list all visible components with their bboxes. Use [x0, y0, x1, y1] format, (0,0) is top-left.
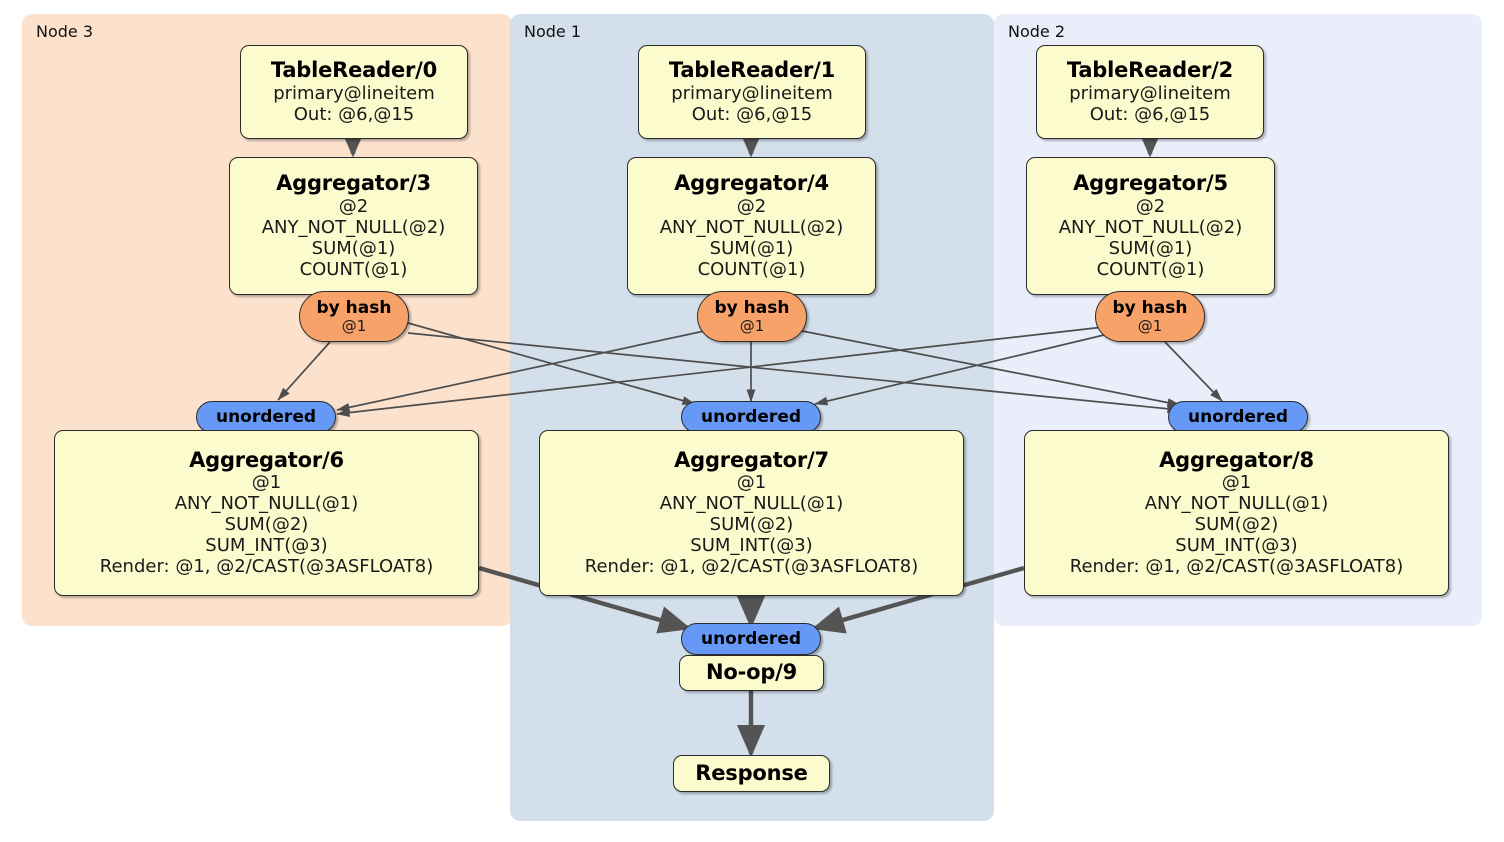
node-unordered-mid[interactable]: unordered [681, 401, 821, 433]
panel-node-3-label: Node 3 [36, 22, 94, 41]
node-title: unordered [700, 628, 802, 649]
node-aggregator-4[interactable]: Aggregator/4 @2 ANY_NOT_NULL(@2) SUM(@1)… [627, 157, 876, 295]
node-line: primary@lineitem [671, 82, 833, 104]
node-line: @1 [1221, 472, 1252, 494]
node-line: ANY_NOT_NULL(@1) [659, 493, 844, 515]
node-aggregator-3[interactable]: Aggregator/3 @2 ANY_NOT_NULL(@2) SUM(@1)… [229, 157, 478, 295]
node-title: unordered [700, 406, 802, 427]
node-line: Render: @1, @2/CAST(@3ASFLOAT8) [1069, 556, 1404, 578]
node-unordered-final[interactable]: unordered [681, 623, 821, 655]
node-title: TableReader/1 [668, 58, 836, 83]
node-aggregator-7[interactable]: Aggregator/7 @1 ANY_NOT_NULL(@1) SUM(@2)… [539, 430, 964, 596]
node-subtitle: @1 [341, 316, 367, 335]
node-line: COUNT(@1) [697, 258, 806, 280]
node-title: Aggregator/6 [189, 447, 344, 472]
node-aggregator-6[interactable]: Aggregator/6 @1 ANY_NOT_NULL(@1) SUM(@2)… [54, 430, 479, 596]
node-line: Out: @6,@15 [1089, 103, 1211, 125]
node-line: ANY_NOT_NULL(@2) [1058, 216, 1243, 238]
node-line: COUNT(@1) [299, 258, 408, 280]
node-line: @1 [736, 472, 767, 494]
node-line: ANY_NOT_NULL(@1) [174, 493, 359, 515]
node-line: ANY_NOT_NULL(@2) [659, 216, 844, 238]
node-line: SUM_INT(@3) [205, 535, 328, 557]
node-line: ANY_NOT_NULL(@2) [261, 216, 446, 238]
node-title: unordered [215, 406, 317, 427]
node-subtitle: @1 [1137, 316, 1163, 335]
node-line: SUM(@2) [224, 514, 309, 536]
node-by-hash-2[interactable]: by hash @1 [1095, 291, 1205, 342]
node-aggregator-8[interactable]: Aggregator/8 @1 ANY_NOT_NULL(@1) SUM(@2)… [1024, 430, 1449, 596]
node-title: TableReader/2 [1066, 58, 1234, 83]
node-unordered-right[interactable]: unordered [1168, 401, 1308, 433]
node-title: Response [695, 760, 808, 785]
node-title: TableReader/0 [270, 58, 438, 83]
node-title: Aggregator/7 [674, 447, 829, 472]
node-line: @1 [251, 472, 282, 494]
node-line: SUM_INT(@3) [690, 535, 813, 557]
node-aggregator-5[interactable]: Aggregator/5 @2 ANY_NOT_NULL(@2) SUM(@1)… [1026, 157, 1275, 295]
node-title: by hash [1112, 297, 1188, 318]
node-line: primary@lineitem [273, 82, 435, 104]
node-subtitle: @1 [739, 316, 765, 335]
node-title: Aggregator/4 [674, 171, 829, 196]
node-line: COUNT(@1) [1096, 258, 1205, 280]
node-line: SUM(@2) [709, 514, 794, 536]
node-line: SUM(@1) [709, 237, 794, 259]
node-line: Out: @6,@15 [691, 103, 813, 125]
node-line: SUM(@1) [311, 237, 396, 259]
node-title: Aggregator/5 [1073, 171, 1228, 196]
node-unordered-left[interactable]: unordered [196, 401, 336, 433]
panel-node-2-label: Node 2 [1008, 22, 1066, 41]
node-line: @2 [736, 195, 767, 217]
node-by-hash-0[interactable]: by hash @1 [299, 291, 409, 342]
node-by-hash-1[interactable]: by hash @1 [697, 291, 807, 342]
node-noop-9[interactable]: No-op/9 [679, 655, 824, 691]
node-line: Render: @1, @2/CAST(@3ASFLOAT8) [584, 556, 919, 578]
node-table-reader-1[interactable]: TableReader/1 primary@lineitem Out: @6,@… [638, 45, 866, 139]
node-title: by hash [316, 297, 392, 318]
node-title: No-op/9 [705, 660, 798, 685]
node-line: SUM_INT(@3) [1175, 535, 1298, 557]
node-title: Aggregator/3 [276, 171, 431, 196]
node-table-reader-2[interactable]: TableReader/2 primary@lineitem Out: @6,@… [1036, 45, 1264, 139]
node-line: ANY_NOT_NULL(@1) [1144, 493, 1329, 515]
node-title: unordered [1187, 406, 1289, 427]
node-table-reader-0[interactable]: TableReader/0 primary@lineitem Out: @6,@… [240, 45, 468, 139]
node-response[interactable]: Response [673, 755, 830, 792]
node-title: Aggregator/8 [1159, 447, 1314, 472]
node-line: Out: @6,@15 [293, 103, 415, 125]
panel-node-1-label: Node 1 [524, 22, 582, 41]
node-line: Render: @1, @2/CAST(@3ASFLOAT8) [99, 556, 434, 578]
node-line: SUM(@2) [1194, 514, 1279, 536]
node-line: @2 [338, 195, 369, 217]
node-line: SUM(@1) [1108, 237, 1193, 259]
node-line: @2 [1135, 195, 1166, 217]
node-line: primary@lineitem [1069, 82, 1231, 104]
node-title: by hash [714, 297, 790, 318]
